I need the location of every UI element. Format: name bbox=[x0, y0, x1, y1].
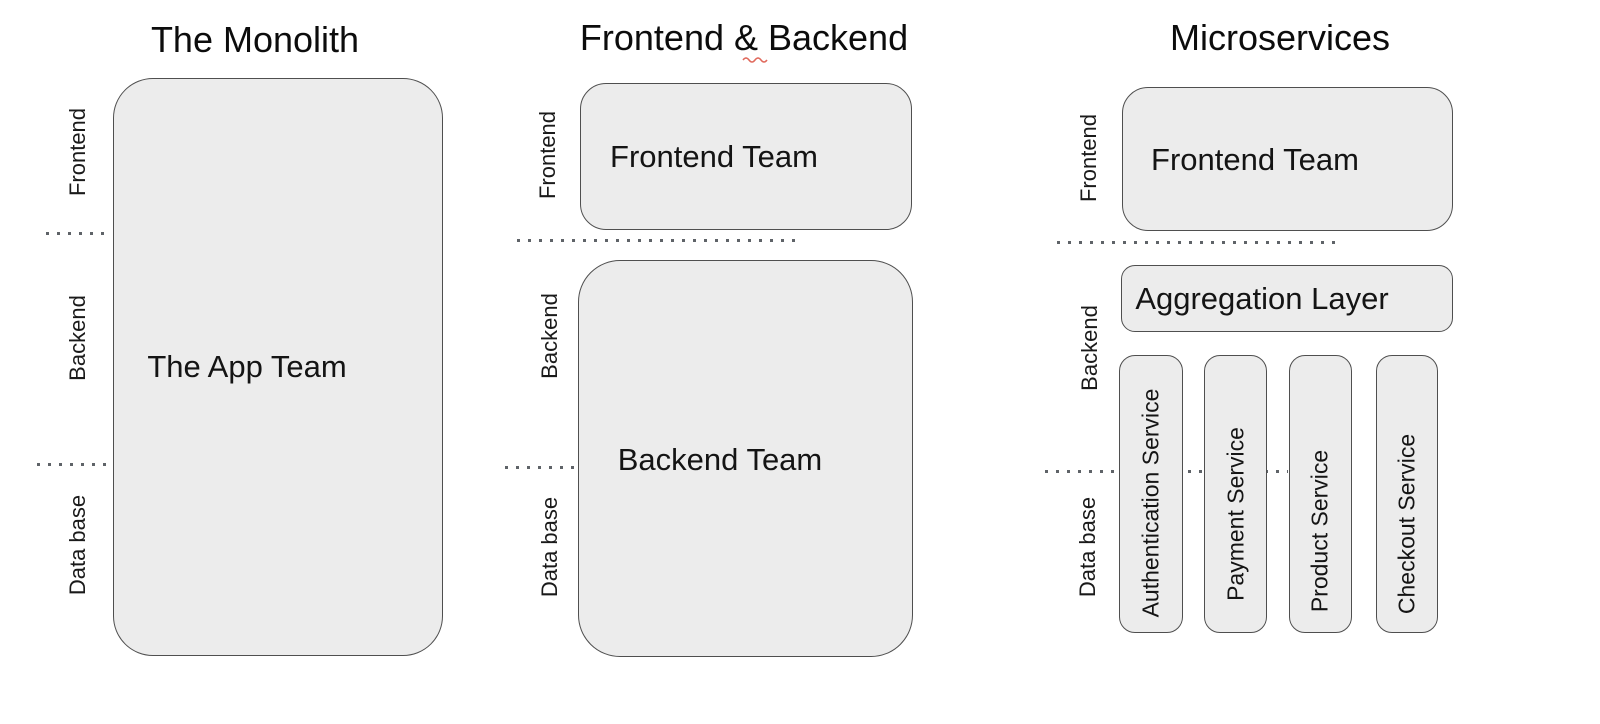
frontend-backend-title: Frontend & Backend bbox=[579, 17, 909, 58]
monolith-row-label-backend: Backend bbox=[65, 295, 90, 381]
spellcheck-squiggle bbox=[742, 57, 768, 63]
ms-row-label-database: Data base bbox=[1075, 496, 1100, 598]
monolith-backend-database-separator bbox=[37, 463, 109, 466]
monolith-row-label-database: Data base bbox=[65, 494, 90, 596]
monolith-row-label-frontend: Frontend bbox=[65, 107, 90, 197]
ms-row-label-frontend: Frontend bbox=[1076, 113, 1101, 203]
frontend-team-box-label: Frontend Team bbox=[610, 139, 818, 174]
ms-frontend-team-box-label: Frontend Team bbox=[1151, 142, 1359, 177]
authentication-service-box bbox=[1119, 355, 1183, 633]
product-service-box bbox=[1289, 355, 1352, 633]
fb-row-label-database: Data base bbox=[537, 496, 562, 598]
checkout-service-box bbox=[1376, 355, 1438, 633]
monolith-frontend-backend-separator bbox=[46, 232, 109, 235]
microservices-title: Microservices bbox=[1169, 17, 1391, 58]
fb-row-label-backend: Backend bbox=[537, 293, 562, 379]
app-team-box-label: The App Team bbox=[147, 349, 347, 384]
authentication-service-label: Authentication Service bbox=[1137, 388, 1164, 618]
fb-backend-database-separator bbox=[505, 466, 579, 469]
backend-team-box bbox=[578, 260, 913, 657]
aggregation-layer-box-label: Aggregation Layer bbox=[1135, 281, 1389, 316]
checkout-service-label: Checkout Service bbox=[1393, 433, 1420, 615]
fb-row-label-frontend: Frontend bbox=[535, 110, 560, 200]
payment-service-box bbox=[1204, 355, 1267, 633]
ms-frontend-team-box bbox=[1122, 87, 1453, 231]
aggregation-layer-box bbox=[1121, 265, 1453, 332]
ms-row-label-backend: Backend bbox=[1077, 305, 1102, 391]
product-service-label: Product Service bbox=[1306, 449, 1333, 613]
ms-frontend-backend-separator bbox=[1057, 241, 1341, 244]
app-team-box bbox=[113, 78, 443, 656]
frontend-team-box bbox=[580, 83, 912, 230]
monolith-title: The Monolith bbox=[150, 19, 360, 60]
fb-frontend-backend-separator bbox=[517, 239, 799, 242]
payment-service-label: Payment Service bbox=[1222, 427, 1249, 601]
backend-team-box-label: Backend Team bbox=[617, 442, 823, 477]
